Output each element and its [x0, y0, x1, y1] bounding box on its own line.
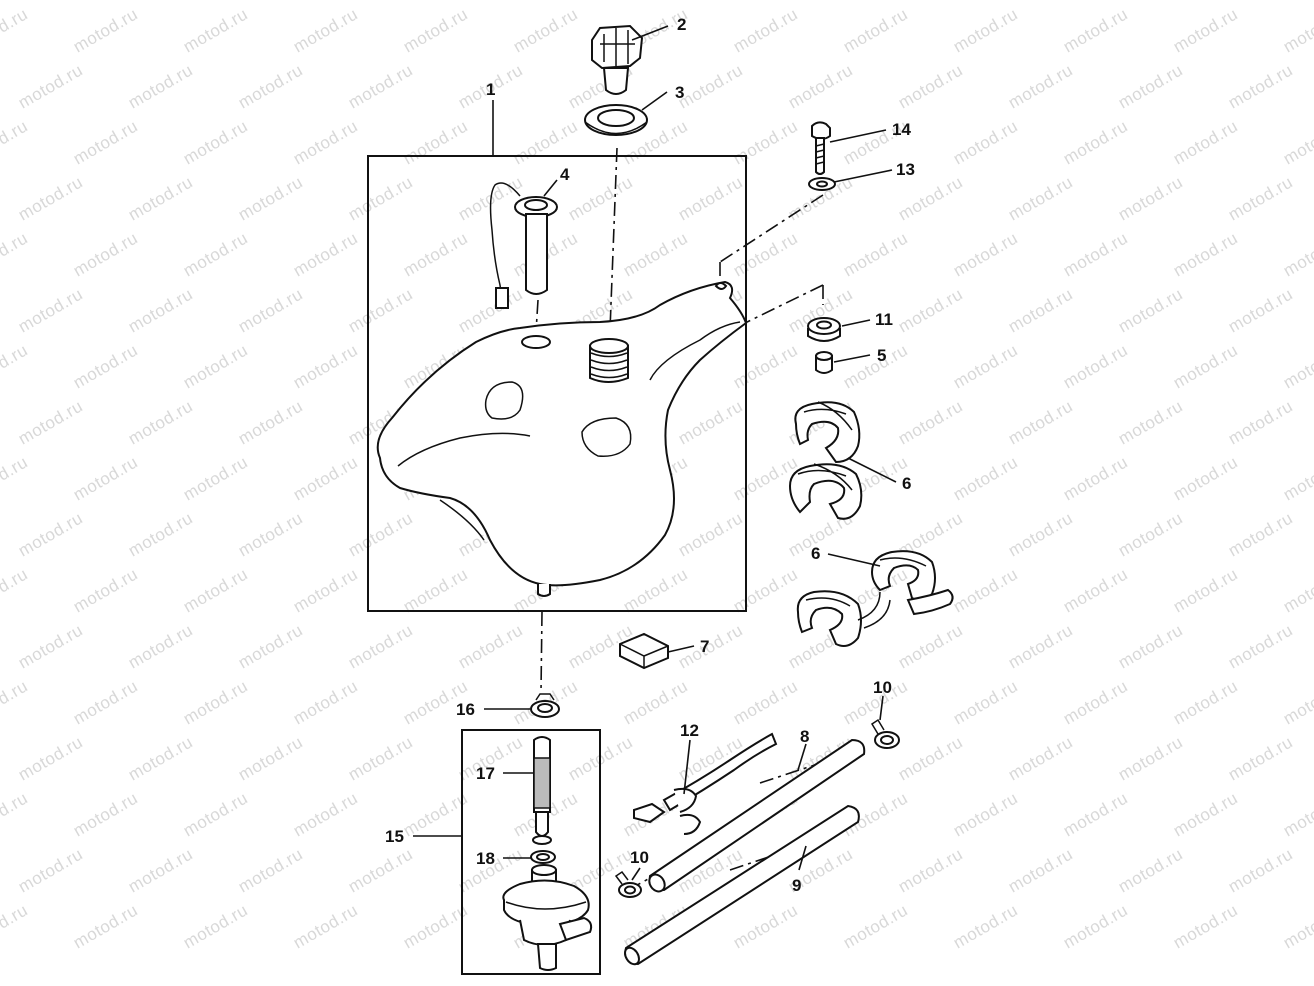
leader-lines [413, 25, 897, 881]
hose-clip-10-lower [614, 870, 642, 898]
washer [808, 177, 836, 191]
callout-8: 8 [800, 727, 809, 746]
callout-17: 17 [476, 764, 495, 783]
callout-7: 7 [700, 637, 709, 656]
tank-damper-lower [796, 550, 954, 647]
assembly-center-lines [535, 147, 849, 891]
callout-11: 11 [875, 310, 893, 329]
rubber-pad [619, 632, 669, 670]
bolt [811, 121, 831, 175]
callout-12: 12 [680, 721, 699, 740]
fuel-strainer [532, 736, 552, 845]
callout-labels: 1 2 3 4 5 6 6 7 8 9 10 10 11 12 13 14 15… [385, 15, 915, 895]
callout-1: 1 [486, 80, 495, 99]
callout-3: 3 [675, 83, 684, 102]
callout-14: 14 [892, 120, 911, 139]
callout-10-lower: 10 [630, 848, 649, 867]
callout-16: 16 [456, 700, 475, 719]
callout-6-upper: 6 [902, 474, 911, 493]
cap-gasket [584, 104, 648, 136]
filler-neck [589, 338, 629, 383]
fuel-cock-body [502, 864, 593, 971]
hose-clip-10-upper [870, 718, 900, 749]
collar [815, 351, 833, 374]
breather-hose [633, 732, 778, 835]
fuel-tank [376, 280, 748, 597]
callout-15: 15 [385, 827, 404, 846]
fuel-level-sender [489, 182, 558, 309]
callout-2: 2 [677, 15, 686, 34]
damper [807, 317, 841, 342]
callout-10-upper: 10 [873, 678, 892, 697]
o-ring [530, 850, 556, 864]
fuel-hose-9 [624, 804, 860, 966]
callout-4: 4 [560, 165, 570, 184]
fuel-tank-group-box [367, 155, 747, 612]
callout-9: 9 [792, 876, 801, 895]
callout-5: 5 [877, 346, 886, 365]
fuel-hose-8 [648, 738, 866, 893]
hose-clip-16 [530, 693, 560, 718]
fuel-cock-group-box [461, 729, 601, 975]
callout-6-lower: 6 [811, 544, 820, 563]
callout-18: 18 [476, 849, 495, 868]
tank-damper-upper [788, 401, 863, 520]
callout-13: 13 [896, 160, 915, 179]
fuel-cap [591, 24, 644, 95]
